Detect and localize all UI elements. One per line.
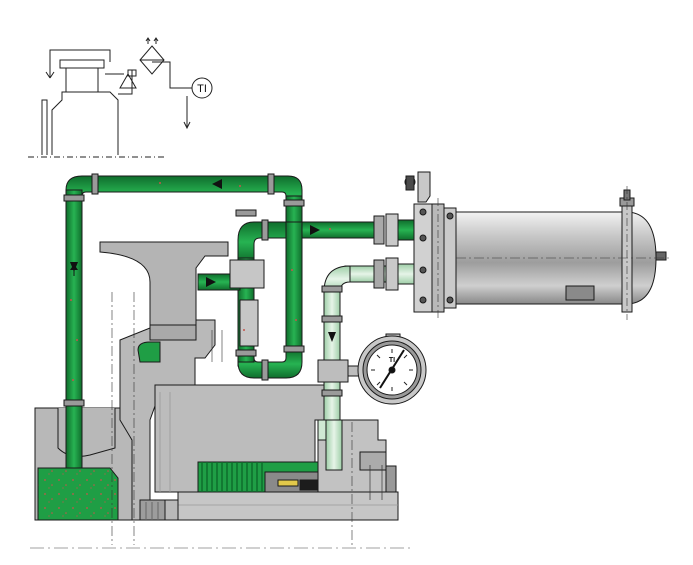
schematic-ti-label: TI [197, 83, 207, 95]
flush-loop [197, 209, 383, 381]
pump-fluid-chamber [37, 467, 119, 521]
seal-cooler [404, 171, 672, 320]
cooler-mount-bracket [417, 171, 431, 203]
cooled-return-line [317, 265, 391, 471]
schematic-pump-outline [28, 59, 165, 158]
schematic-piping [45, 49, 191, 130]
cooler-flange-left [413, 203, 433, 313]
return-line [63, 173, 305, 469]
gauge-label: TI [389, 357, 395, 364]
seal-chamber [197, 419, 397, 545]
pipe-unions [373, 213, 419, 291]
piping-schematic [28, 37, 213, 158]
pump-seal-port [137, 341, 161, 363]
schematic-cooler-symbol [139, 37, 165, 75]
gauge-ticks [371, 349, 413, 391]
temperature-gauge [357, 333, 427, 405]
base-plate [177, 491, 399, 521]
